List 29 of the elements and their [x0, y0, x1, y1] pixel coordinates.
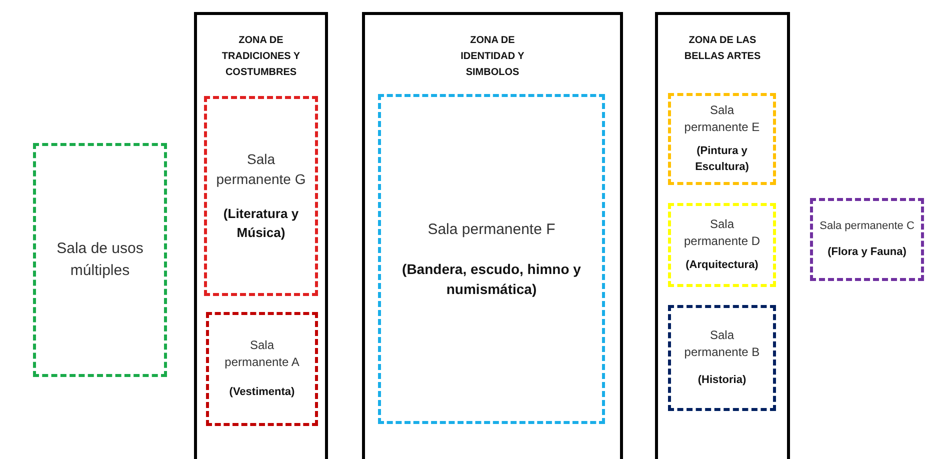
room-title: Sala de usos múltiples — [56, 239, 144, 281]
room-title: Sala permanente E — [683, 102, 761, 136]
room-title: Sala permanente G — [215, 150, 307, 190]
zone-heading: ZONA DE LAS BELLAS ARTES — [683, 34, 762, 64]
room-box — [206, 312, 318, 426]
room-title: Sala permanente F — [428, 220, 556, 240]
room-title: Sala permanente B — [683, 326, 761, 362]
room-subtitle: (Pintura y Escultura) — [694, 144, 750, 176]
room-box — [33, 143, 167, 377]
zone-heading: ZONA DE IDENTIDAD Y SIMBOLOS — [460, 34, 526, 80]
room-box — [668, 203, 776, 287]
zone-panel — [655, 12, 790, 459]
room-subtitle: (Arquitectura) — [686, 258, 758, 274]
zone-heading: ZONA DE TRADICIONES Y COSTUMBRES — [220, 34, 302, 80]
room-box — [668, 305, 776, 411]
zone-panel — [362, 12, 623, 459]
room-box — [810, 198, 924, 281]
room-subtitle: (Historia) — [698, 373, 746, 388]
room-title: Sala permanente D — [682, 216, 762, 250]
room-subtitle: (Bandera, escudo, himno y numismática) — [401, 260, 582, 299]
room-subtitle: (Literatura y Música) — [222, 205, 300, 242]
room-subtitle: (Vestimenta) — [229, 385, 295, 400]
room-title: Sala permanente C — [820, 218, 914, 234]
zone-panel — [194, 12, 328, 459]
room-title: Sala permanente A — [224, 336, 300, 372]
room-subtitle: (Flora y Fauna) — [828, 244, 906, 260]
room-box — [668, 93, 776, 185]
room-box — [204, 96, 318, 296]
room-box — [378, 94, 605, 424]
